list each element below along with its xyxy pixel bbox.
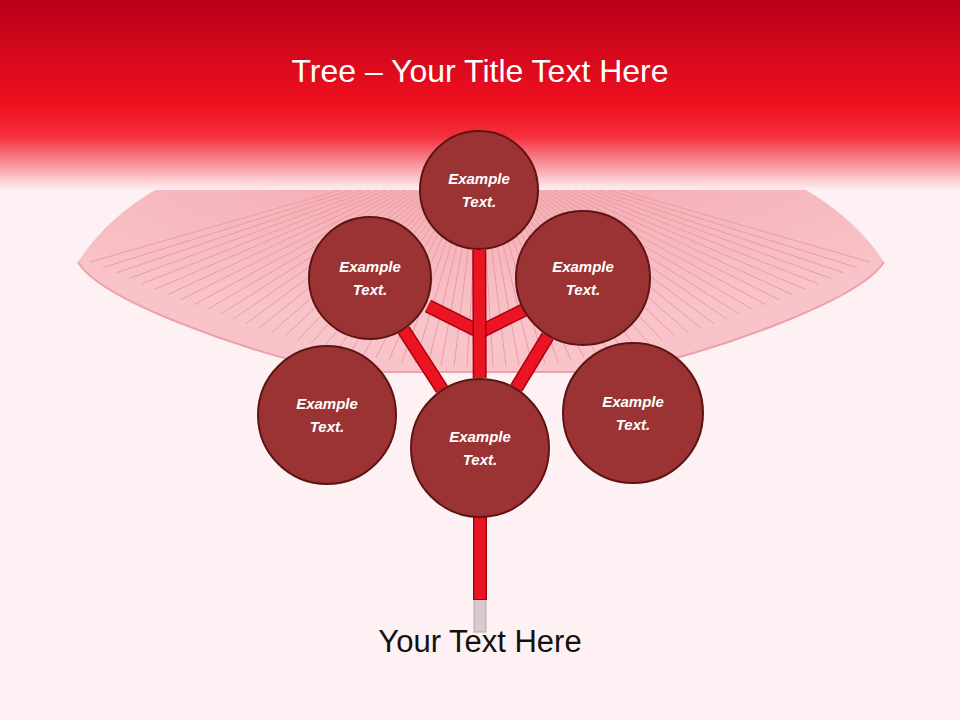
- circle-shape: [515, 210, 651, 346]
- slide-title: Tree – Your Title Text Here: [0, 53, 960, 90]
- circle-shape: [308, 216, 432, 340]
- node-label: Example Text.: [595, 390, 671, 436]
- tree-circle: Example Text.: [410, 378, 550, 518]
- node-label: Example Text.: [441, 167, 517, 213]
- circle-outline: [420, 131, 538, 249]
- node-label: Example Text.: [545, 255, 621, 301]
- tree-circle: Example Text.: [419, 130, 539, 250]
- circle-shape: [410, 378, 550, 518]
- node-label: Example Text.: [442, 425, 518, 471]
- node-label: Example Text.: [289, 392, 365, 438]
- circle-outline: [309, 217, 431, 339]
- circle-outline: [411, 379, 549, 517]
- circle-shape: [562, 342, 704, 484]
- circle-shape: [419, 130, 539, 250]
- tree-circle: Example Text.: [308, 216, 432, 340]
- circle-outline: [258, 346, 396, 484]
- circle-outline: [516, 211, 650, 345]
- tree-branch: [516, 336, 547, 388]
- circle-outline: [563, 343, 703, 483]
- node-label: Example Text.: [332, 255, 408, 301]
- branch-outline: [472, 250, 486, 378]
- branch-outline: [404, 330, 442, 389]
- tree-circle: Example Text.: [562, 342, 704, 484]
- branch-outline: [516, 336, 547, 388]
- tree-branch: [404, 330, 442, 389]
- tree-circle: Example Text.: [515, 210, 651, 346]
- tree-branch: [474, 250, 485, 378]
- tree-circle: Example Text.: [257, 345, 397, 485]
- caption-text: Your Text Here: [0, 624, 960, 660]
- circle-shape: [257, 345, 397, 485]
